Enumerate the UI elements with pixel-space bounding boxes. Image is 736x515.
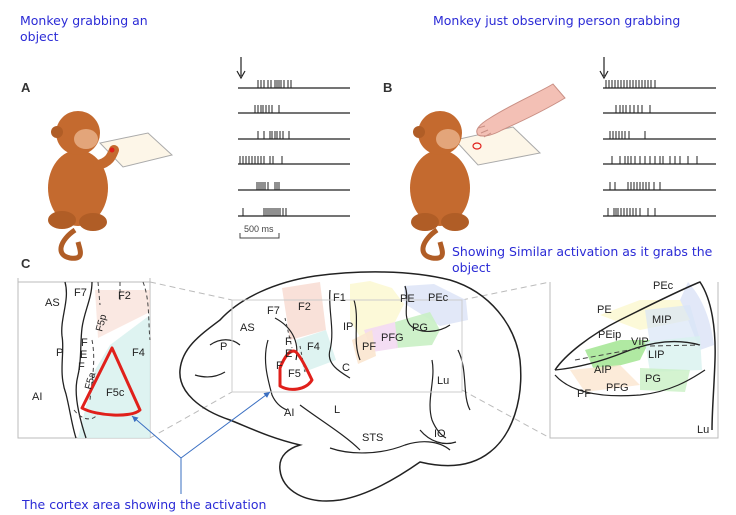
label-inset-mip: MIP [652, 314, 672, 326]
panel-label-b: B [383, 80, 393, 95]
label-brain-ai: AI [284, 407, 294, 419]
label-as: AS [45, 297, 60, 309]
label-brain-pe: PE [400, 293, 415, 305]
label-inset-pf: PF [577, 388, 591, 400]
inset-connectors [149, 281, 551, 439]
label-inset-pe: PE [597, 304, 612, 316]
label-brain-pg: PG [412, 322, 428, 334]
label-brain-sts: STS [362, 432, 383, 444]
raster-plot-a [236, 57, 350, 239]
scale-bar-label: 500 ms [244, 224, 274, 234]
label-f4: F4 [132, 347, 145, 359]
panel-label-a: A [21, 80, 31, 95]
right-inset-parietal: PEc PE MIP PEip VIP LIP AIP PFG PG PF Lu [549, 280, 719, 439]
label-brain-c: C [342, 362, 350, 374]
label-f5p: F5p [94, 313, 109, 333]
label-brain-io: IO [434, 428, 446, 440]
label-brain-ip: IP [343, 321, 353, 333]
label-f7: F7 [74, 287, 87, 299]
label-inset-lip: LIP [648, 349, 665, 361]
label-f: F [81, 337, 88, 349]
label-inset-peip: PEip [598, 329, 621, 341]
f5c-highlight [80, 346, 142, 417]
caption-similar-activation: Showing Similar activation as it grabs t… [452, 244, 713, 275]
label-brain-p: P [220, 341, 227, 353]
label-brain-pfg: PFG [381, 332, 404, 344]
label-brain-f1: F1 [333, 292, 346, 304]
label-f2: F2 [118, 290, 131, 302]
monkey-observing-illustration [410, 111, 542, 261]
label-brain-f5: F5 [288, 368, 301, 380]
raster-plot-b [599, 57, 716, 217]
label-brain-lu: Lu [437, 375, 449, 387]
label-inset-aip: AIP [594, 364, 612, 376]
label-brain-f: F [285, 336, 292, 348]
label-p: P [56, 347, 63, 359]
label-brain-f2: F2 [298, 301, 311, 313]
panel-label-c: C [21, 256, 31, 271]
caption-grabbing: Monkey grabbing an object [20, 13, 148, 44]
label-inset-vip: VIP [631, 336, 649, 348]
annotation-arrows [131, 391, 271, 494]
monkey-grabbing-illustration [48, 111, 174, 261]
label-brain-f-lower: F [276, 360, 283, 372]
caption-cortex-area: The cortex area showing the activation [22, 497, 267, 512]
label-brain-f4: F4 [307, 341, 320, 353]
label-e: E [80, 349, 87, 361]
label-brain-pec: PEc [428, 292, 449, 304]
label-ai: AI [32, 391, 42, 403]
label-f-lower: F [78, 361, 85, 373]
label-inset-pfg: PFG [606, 382, 629, 394]
caption-observing: Monkey just observing person grabbing [433, 13, 681, 28]
label-f5a: F5a [83, 371, 98, 391]
label-inset-pg: PG [645, 373, 661, 385]
left-inset-frontal: AS F7 F2 P F E F F5p F5a F4 F5c AI [17, 278, 151, 439]
label-brain-as: AS [240, 322, 255, 334]
f5-highlight [278, 349, 314, 391]
label-f5c: F5c [106, 387, 125, 399]
label-inset-lu: Lu [697, 424, 709, 436]
label-brain-e: E [285, 348, 292, 360]
human-arm-illustration [476, 83, 566, 138]
label-brain-pf: PF [362, 341, 376, 353]
label-brain-f7: F7 [267, 305, 280, 317]
label-brain-l: L [334, 404, 340, 416]
brain-lateral-view: F7 F2 F1 AS P F E F F4 F5 IP C PE PEc PF… [179, 271, 522, 502]
label-inset-pec: PEc [653, 280, 674, 292]
